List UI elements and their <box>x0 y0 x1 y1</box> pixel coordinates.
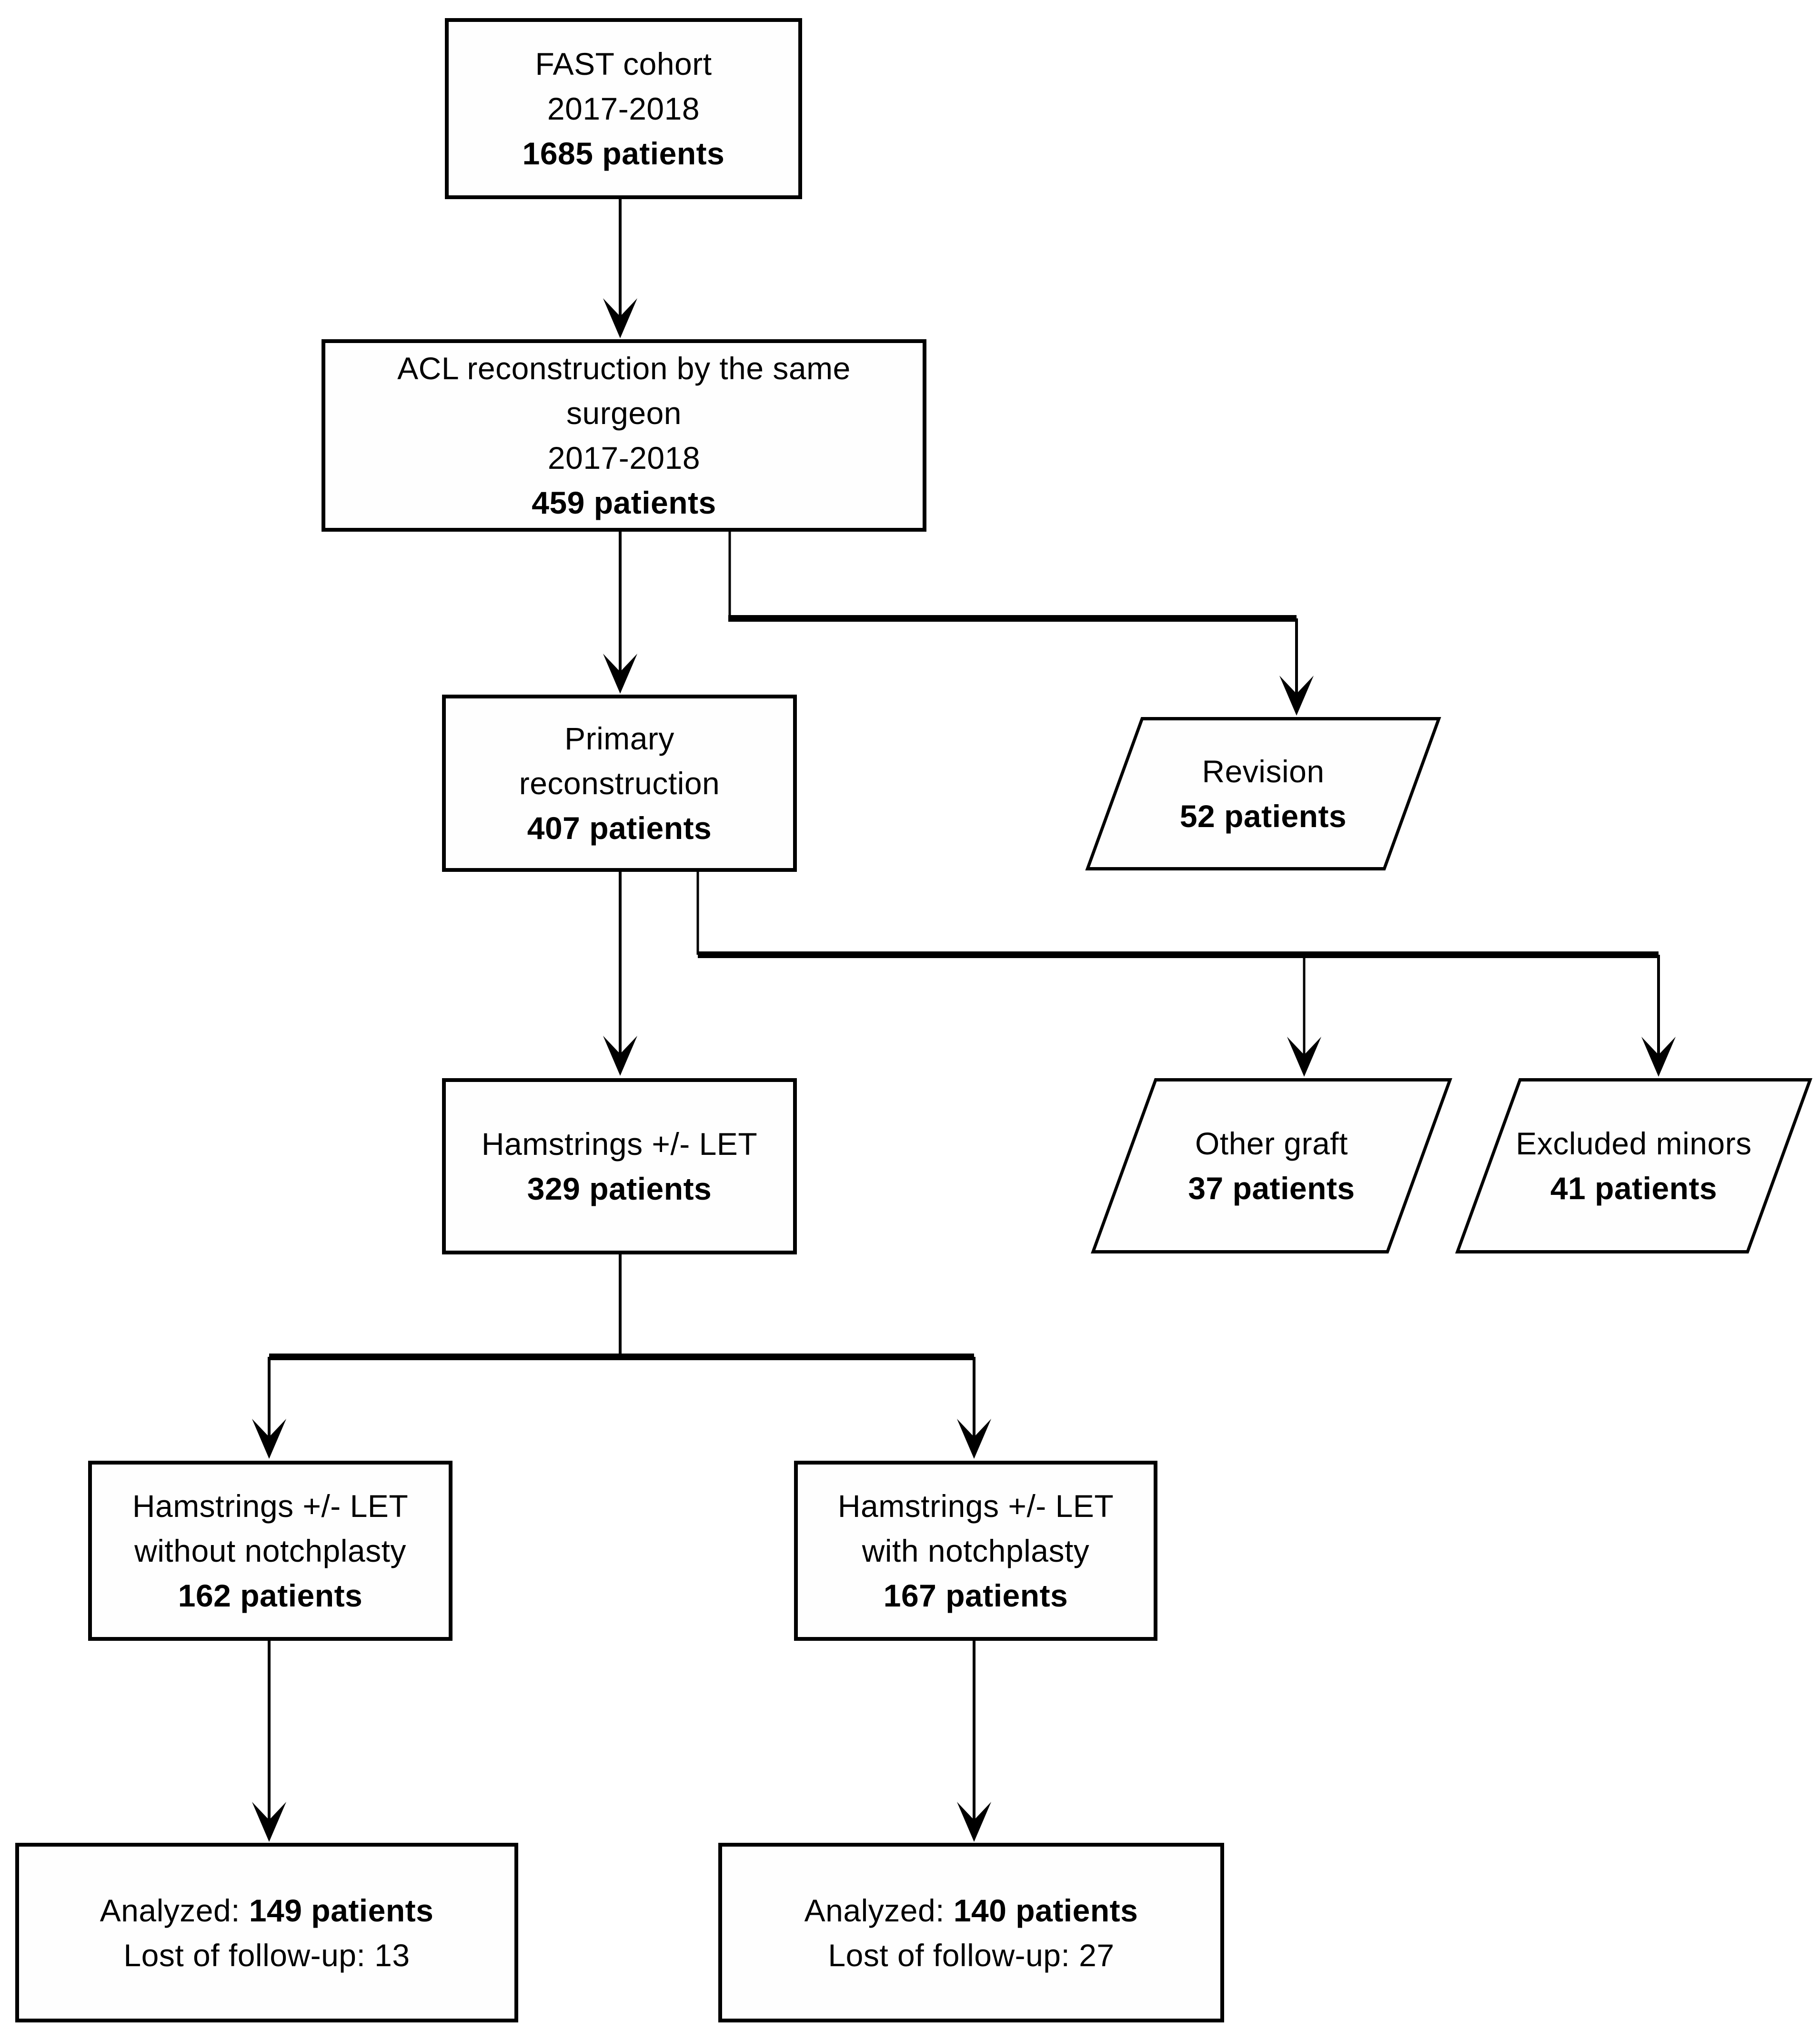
text-line: 162 patients <box>178 1573 363 1618</box>
text-segment: Analyzed: <box>100 1892 249 1928</box>
text-segment: 459 patients <box>532 485 716 520</box>
text-segment: without notchplasty <box>134 1533 406 1568</box>
text-line: 2017-2018 <box>548 435 700 480</box>
text-line: Revision <box>1202 749 1324 794</box>
text-segment: Lost of follow-up: 27 <box>828 1937 1115 1973</box>
text-segment: 140 patients <box>953 1892 1138 1928</box>
arrowhead-down-icon <box>1641 1037 1676 1077</box>
text-line: 41 patients <box>1550 1166 1717 1211</box>
text-segment: 41 patients <box>1550 1171 1718 1206</box>
arrowhead-down-icon <box>1279 676 1314 716</box>
node-content: FAST cohort 2017-2018 1685 patients <box>449 22 798 195</box>
text-segment: 2017-2018 <box>547 440 701 475</box>
text-line: 2017-2018 <box>547 86 700 131</box>
text-segment: 407 patients <box>527 810 712 846</box>
text-segment: 2017-2018 <box>547 91 700 126</box>
text-line: FAST cohort <box>535 41 712 86</box>
text-segment: Excluded minors <box>1516 1126 1752 1161</box>
text-segment: Hamstrings +/- LET <box>837 1488 1114 1524</box>
node-content: ACL reconstruction by the same surgeon 201… <box>325 343 923 528</box>
text-segment: 329 patients <box>527 1171 712 1206</box>
node-content: Other graft 37 patients <box>1126 1081 1417 1250</box>
text-segment: 149 patients <box>249 1892 434 1928</box>
node-content: Excluded minors 41 patients <box>1490 1081 1777 1250</box>
text-line: 407 patients <box>527 806 712 850</box>
node-primary-reconstruction: Primary reconstruction 407 patients <box>442 695 797 872</box>
node-content: Primary reconstruction 407 patients <box>446 698 793 868</box>
text-line: Primary <box>564 716 674 761</box>
text-segment: 37 patients <box>1188 1171 1355 1206</box>
node-acl-same-surgeon: ACL reconstruction by the same surgeon 201… <box>322 339 926 532</box>
text-line: Analyzed: 149 patients <box>100 1888 434 1933</box>
text-segment: 52 patients <box>1179 798 1347 834</box>
text-line: with notchplasty <box>862 1528 1090 1573</box>
node-revision: Revision 52 patients <box>1085 717 1441 870</box>
text-segment: 162 patients <box>178 1578 363 1613</box>
text-line: Lost of follow-up: 13 <box>123 1933 410 1978</box>
text-line: Excluded minors <box>1516 1121 1751 1166</box>
text-line: 459 patients <box>532 480 716 525</box>
text-segment: Other graft <box>1195 1126 1348 1161</box>
text-segment: ACL reconstruction by the same <box>397 351 851 386</box>
arrowhead-down-icon <box>252 1419 286 1459</box>
text-segment: Primary <box>564 721 674 756</box>
node-content: Hamstrings +/- LET 329 patients <box>446 1082 793 1251</box>
text-line: without notchplasty <box>134 1528 406 1573</box>
text-line: Hamstrings +/- LET <box>482 1122 757 1166</box>
text-segment: Hamstrings +/- LET <box>132 1488 409 1524</box>
text-segment: Revision <box>1202 754 1325 789</box>
text-line: 1685 patients <box>523 131 725 176</box>
node-content: Revision 52 patients <box>1116 720 1410 867</box>
text-line: Other graft <box>1195 1121 1348 1166</box>
text-segment: FAST cohort <box>535 46 712 81</box>
text-segment: surgeon <box>566 395 682 431</box>
text-line: ACL reconstruction by the same <box>397 346 851 391</box>
text-line: 37 patients <box>1188 1166 1355 1211</box>
arrowhead-down-icon <box>603 654 637 694</box>
node-content: Hamstrings +/- LET without notchplasty 162… <box>92 1465 449 1637</box>
arrowhead-down-icon <box>1287 1037 1321 1077</box>
node-with-notchplasty: Hamstrings +/- LET with notchplasty 167 pa… <box>794 1461 1157 1641</box>
text-line: Lost of follow-up: 27 <box>828 1933 1114 1978</box>
arrowhead-down-icon <box>957 1802 991 1842</box>
text-line: reconstruction <box>519 761 720 806</box>
text-line: 167 patients <box>884 1573 1068 1618</box>
text-segment: with notchplasty <box>862 1533 1090 1568</box>
text-line: Analyzed: 140 patients <box>804 1888 1138 1933</box>
text-segment: 1685 patients <box>522 136 725 171</box>
node-fast-cohort: FAST cohort 2017-2018 1685 patients <box>445 18 802 199</box>
node-excluded-minors: Excluded minors 41 patients <box>1455 1078 1812 1253</box>
text-segment: Analyzed: <box>804 1892 954 1928</box>
text-line: Hamstrings +/- LET <box>838 1484 1114 1528</box>
node-without-notchplasty: Hamstrings +/- LET without notchplasty 162… <box>88 1461 452 1641</box>
text-line: 329 patients <box>527 1166 712 1211</box>
text-line: 52 patients <box>1180 794 1347 839</box>
arrowhead-down-icon <box>252 1802 286 1842</box>
arrowhead-down-icon <box>957 1419 991 1459</box>
text-line: surgeon <box>566 391 682 435</box>
arrowhead-down-icon <box>603 1036 637 1076</box>
node-content: Hamstrings +/- LET with notchplasty 167 pa… <box>798 1465 1154 1637</box>
text-segment: Lost of follow-up: 13 <box>123 1937 410 1973</box>
node-hamstrings-let: Hamstrings +/- LET 329 patients <box>442 1078 797 1254</box>
text-segment: Hamstrings +/- LET <box>481 1126 758 1162</box>
text-line: Hamstrings +/- LET <box>132 1484 408 1528</box>
node-other-graft: Other graft 37 patients <box>1091 1078 1452 1253</box>
arrowhead-down-icon <box>603 298 637 338</box>
text-segment: 167 patients <box>883 1578 1068 1613</box>
text-segment: reconstruction <box>519 766 720 801</box>
